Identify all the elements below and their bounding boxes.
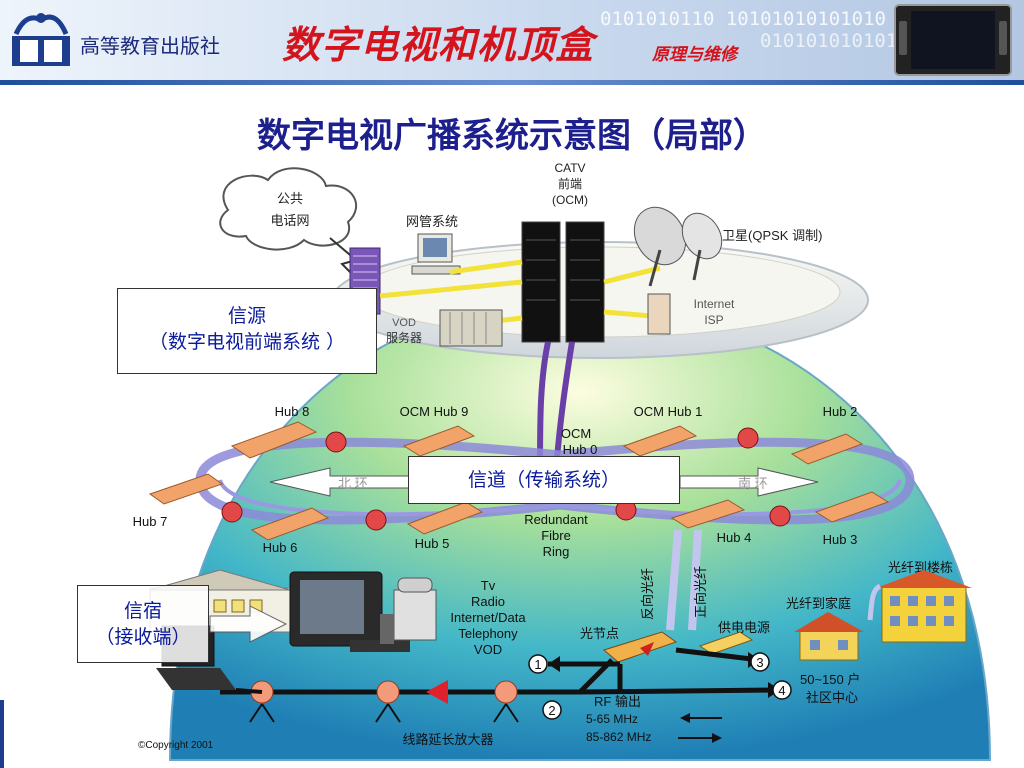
amplifier-label: 线路延长放大器 [402, 732, 493, 747]
apartment-building-icon [876, 570, 972, 643]
households-label-2: 社区中心 [806, 690, 858, 705]
ocm-hub0-label-1: OCM [561, 426, 591, 441]
north-ring-label: 北 环 [338, 476, 368, 491]
households-label-1: 50~150 户 [800, 672, 860, 687]
catv-headend-rack-left [521, 221, 561, 343]
redundant-label-3: Ring [543, 544, 570, 559]
source-title: 信源 [227, 305, 266, 327]
television-icon [289, 571, 410, 652]
sink-title: 信宿 [123, 600, 162, 622]
ocm-hub9-label: OCM Hub 9 [400, 404, 469, 419]
service-tv: Tv [481, 578, 496, 593]
marker-1: 1 [528, 654, 548, 674]
hub3-label: Hub 3 [823, 532, 858, 547]
header-banner: 高等教育出版社 0101010110 10101010101010 010101… [0, 0, 1024, 80]
svg-text:3: 3 [756, 655, 763, 670]
power-supply-label: 供电电源 [718, 620, 770, 635]
speaker-icon [380, 614, 394, 644]
svg-text:2: 2 [548, 703, 555, 718]
marker-3: 3 [750, 652, 770, 672]
vod-server [439, 309, 503, 347]
hub5-label: Hub 5 [415, 536, 450, 551]
service-radio: Radio [471, 594, 505, 609]
line-amplifier-icons [249, 680, 519, 723]
catv-label-3: (OCM) [552, 193, 588, 207]
svg-text:1: 1 [534, 657, 541, 672]
nms-label: 网管系统 [406, 214, 458, 229]
sink-callout: 信宿 （接收端） [77, 585, 209, 663]
freq-up-label: 5-65 MHz [586, 712, 638, 726]
ocm-hub1-label: OCM Hub 1 [634, 404, 703, 419]
flat-tv-icon [894, 4, 1012, 76]
hub7-label: Hub 7 [133, 514, 168, 529]
rf-out-label: RF 输出 [594, 694, 641, 709]
publisher-name: 高等教育出版社 [80, 34, 220, 58]
hub-nodes [148, 421, 890, 541]
vod-label-2: 服务器 [386, 330, 422, 345]
service-vod: VOD [474, 642, 502, 657]
reverse-fiber-label: 反向光纤 [640, 568, 655, 620]
internet-label-1: Internet [694, 297, 735, 311]
hub6-label: Hub 6 [263, 540, 298, 555]
forward-fiber-label: 正向光纤 [693, 566, 708, 618]
telephone-network-cloud [219, 167, 358, 251]
internet-label-2: ISP [704, 313, 723, 327]
south-ring-label: 南 环 [738, 476, 768, 491]
catv-label-2: 前端 [558, 176, 582, 191]
optical-node-box [602, 631, 678, 663]
binary-decoration: 0101010110 10101010101010 [600, 8, 886, 30]
book-title: 数字电视和机顶盒 [282, 22, 595, 67]
redundant-label-1: Redundant [524, 512, 588, 527]
hub4-label: Hub 4 [717, 530, 752, 545]
svg-text:4: 4 [778, 683, 785, 698]
satellite-label: 卫星(QPSK 调制) [722, 228, 822, 243]
south-ring-arrow [679, 467, 819, 497]
copyright-text: ©Copyright 2001 [138, 740, 214, 751]
redundant-label-2: Fibre [541, 528, 571, 543]
left-accent-bar [0, 700, 4, 768]
cloud-label-1: 公共 [277, 191, 303, 206]
marker-2: 2 [542, 700, 562, 720]
fiber-home-label: 光纤到家庭 [786, 596, 851, 611]
telephone-icon [393, 577, 437, 641]
sink-subtitle: （接收端） [95, 626, 191, 648]
internet-isp-server [647, 293, 671, 335]
source-callout: 信源 （数字电视前端系统 ） [117, 288, 377, 374]
freq-down-label: 85-862 MHz [586, 730, 651, 744]
vod-label-1: VOD [392, 317, 416, 329]
header-divider [0, 80, 1024, 85]
optical-node-label: 光节点 [580, 626, 619, 641]
dtv-broadcast-diagram: 公共 电话网 网管系统 CATV 前端 (OCM) 卫星(QPSK 调制) [133, 161, 992, 761]
ring-amplifier-icons [221, 427, 791, 531]
hub2-label: Hub 2 [823, 404, 858, 419]
service-telephony: Telephony [458, 626, 518, 641]
sink-pointer-arrow [209, 605, 288, 643]
cloud-label-2: 电话网 [270, 213, 309, 228]
house-icon [794, 612, 864, 661]
source-subtitle: （数字电视前端系统 ） [148, 331, 346, 353]
catv-headend-rack-right [565, 221, 605, 343]
ocm-hub0-label-2: Hub 0 [563, 442, 598, 457]
slide-title: 数字电视广播系统示意图（局部） [257, 116, 767, 156]
channel-callout: 信道（传输系统） [408, 456, 680, 504]
hub8-label: Hub 8 [275, 404, 310, 419]
service-internet: Internet/Data [450, 610, 526, 625]
book-subtitle: 原理与维修 [652, 45, 737, 65]
satellite-dish-icon [633, 206, 723, 287]
catv-label-1: CATV [554, 161, 585, 175]
marker-4: 4 [772, 680, 792, 700]
binary-decoration-2: 01010101010101 [760, 30, 921, 52]
fiber-building-label: 光纤到楼栋 [888, 560, 953, 575]
publisher-logo-icon [12, 13, 70, 66]
